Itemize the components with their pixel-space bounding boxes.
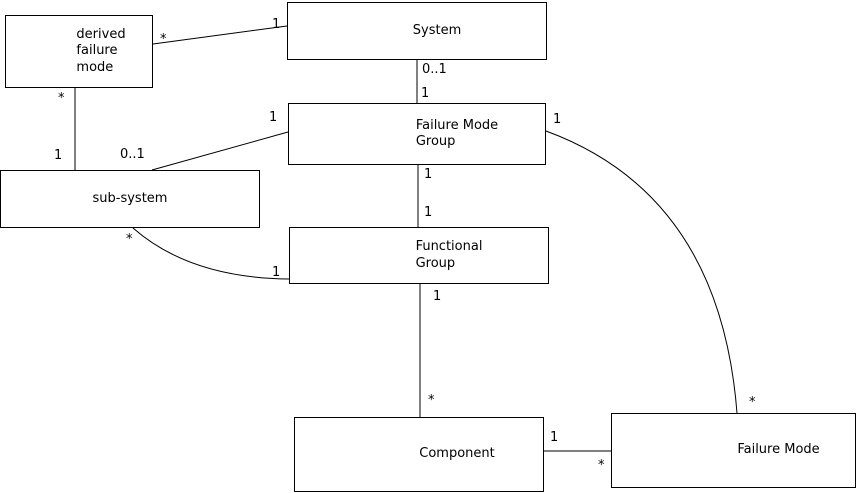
edge-derived-failure-mode-system (152, 25, 288, 45)
node-label-system: System (412, 22, 462, 38)
mult-functional-group-component-target: * (428, 393, 435, 408)
mult-failure-mode-group-functional-group-target: 1 (424, 205, 433, 220)
node-label-sub-system: sub-system (92, 190, 168, 206)
mult-functional-group-component-source: 1 (433, 289, 442, 304)
mult-failure-mode-group-failure-mode-source: 1 (553, 112, 562, 127)
node-failure-mode-group: Failure Mode Group (288, 103, 546, 165)
mult-failure-mode-group-failure-mode-target: * (749, 395, 756, 410)
mult-derived-failure-mode-sub-system-source: * (58, 91, 65, 106)
node-system: System (287, 2, 547, 60)
mult-component-failure-mode-source: 1 (550, 430, 559, 445)
mult-system-failure-mode-group-source: 0..1 (422, 62, 447, 77)
mult-sub-system-functional-group-source: * (126, 232, 133, 247)
mult-derived-failure-mode-system-target: 1 (272, 17, 281, 32)
mult-sub-system-functional-group-target: 1 (272, 265, 281, 280)
mult-failure-mode-group-functional-group-source: 1 (424, 167, 433, 182)
edge-sub-system-failure-mode-group (151, 131, 289, 171)
mult-derived-failure-mode-system-source: * (160, 32, 167, 47)
node-label-component: Component (419, 446, 495, 462)
mult-component-failure-mode-target: * (598, 458, 605, 473)
node-failure-mode: Failure Mode (611, 413, 856, 488)
node-sub-system: sub-system (0, 170, 260, 228)
node-label-derived-failure-mode: derived failure mode (76, 27, 126, 75)
edge-sub-system-functional-group (132, 227, 290, 280)
mult-derived-failure-mode-sub-system-target: 1 (54, 148, 63, 163)
mult-system-failure-mode-group-target: 1 (421, 86, 430, 101)
node-label-failure-mode-group: Failure Mode Group (415, 117, 499, 149)
edge-failure-mode-group-failure-mode (545, 130, 738, 414)
node-functional-group: Functional Group (289, 227, 549, 284)
mult-sub-system-failure-mode-group-target: 1 (269, 110, 278, 125)
node-component: Component (294, 417, 544, 492)
mult-sub-system-failure-mode-group-source: 0..1 (120, 147, 145, 162)
node-label-failure-mode: Failure Mode (737, 442, 820, 458)
node-derived-failure-mode: derived failure mode (5, 15, 153, 88)
node-label-functional-group: Functional Group (415, 239, 483, 271)
